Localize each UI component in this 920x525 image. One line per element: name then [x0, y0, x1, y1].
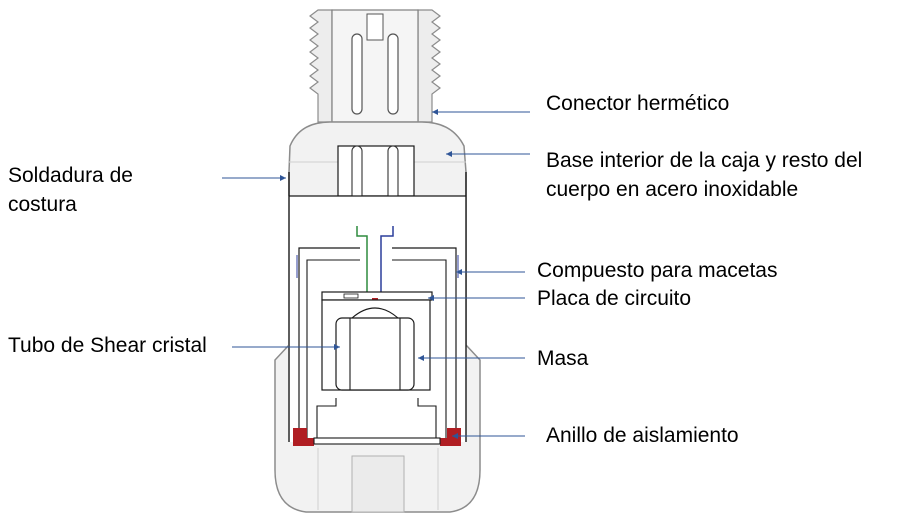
connector-key	[366, 13, 384, 41]
label-potting-compound: Compuesto para macetas	[537, 259, 778, 282]
label-circuit-board: Placa de circuito	[537, 287, 692, 310]
shear-crystal-assembly	[321, 299, 431, 391]
housing-lower-socket	[351, 455, 405, 513]
wire-green	[356, 226, 368, 292]
label-isolation-ring: Anillo de aislamiento	[546, 424, 739, 447]
leader-lines	[222, 109, 530, 439]
label-mass: Masa	[537, 347, 589, 370]
threaded-connector	[309, 9, 441, 123]
label-case-base-line2: cuerpo en acero inoxidable	[546, 178, 799, 201]
isolation-base-plate	[313, 437, 441, 445]
label-seam-weld-line2: costura	[8, 193, 77, 216]
potting-compound-enclosure	[296, 247, 459, 440]
label-seam-weld-line1: Soldadura de	[8, 164, 133, 187]
isolation-ring	[293, 428, 461, 446]
label-case-base-line1: Base interior de la caja y resto del	[546, 149, 863, 172]
wire-blue	[380, 226, 394, 292]
connector-thread-left	[309, 9, 333, 123]
connector-pin-right	[387, 33, 399, 115]
label-shear-crystal-tube: Tubo de Shear cristal	[8, 334, 207, 357]
label-hermetic-connector: Conector hermético	[546, 92, 730, 115]
shear-crystal-tube	[335, 317, 415, 391]
connector-pin-left	[351, 33, 363, 115]
connector-thread-right	[417, 9, 441, 123]
